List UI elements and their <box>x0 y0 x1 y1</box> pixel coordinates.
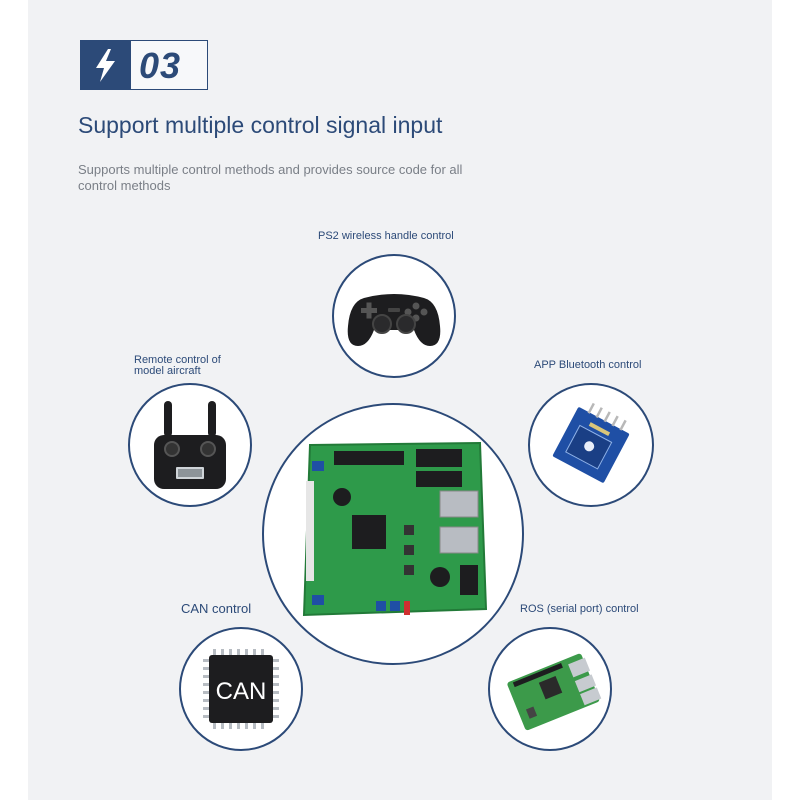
ps2-circle <box>332 254 456 378</box>
section-badge: 03 <box>80 40 208 90</box>
can-label: CAN control <box>181 601 252 616</box>
lightning-bolt-icon <box>81 41 131 89</box>
ps2-label: PS2 wireless handle control <box>318 230 454 242</box>
board-circle <box>262 403 524 665</box>
section-number: 03 <box>139 45 182 86</box>
controller-board-icon <box>302 441 488 617</box>
can-chip-text: CAN <box>216 678 267 705</box>
can-chip-icon: CAN <box>203 649 279 729</box>
rc-label-line2: model aircraft <box>134 365 201 377</box>
bluetooth-label: APP Bluetooth control <box>534 359 642 371</box>
rc-transmitter-icon <box>154 401 226 489</box>
ros-label: ROS (serial port) control <box>520 603 639 615</box>
rc-label-line1: Remote control of <box>134 354 221 366</box>
raspberry-pi-icon <box>507 653 602 731</box>
ros-circle <box>488 627 612 751</box>
rc-circle <box>128 383 252 507</box>
page-title: Support multiple control signal input <box>78 112 443 138</box>
page-subtitle: Supports multiple control methods and pr… <box>78 162 463 193</box>
bluetooth-circle <box>528 383 654 507</box>
bluetooth-module-icon <box>552 402 630 483</box>
gamepad-icon <box>347 294 441 346</box>
can-circle: CAN <box>179 627 303 751</box>
